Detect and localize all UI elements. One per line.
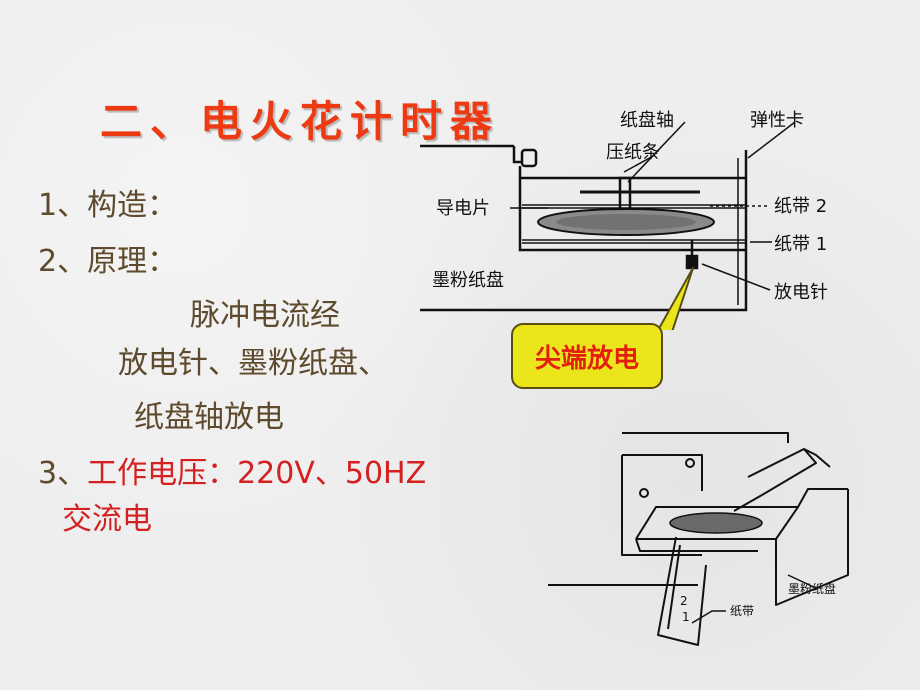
item-voltage-text: 工作电压：220V、50HZ [87, 456, 427, 491]
principle-line-3: 纸盘轴放电 [134, 400, 284, 435]
spark-timer-structure-diagram: 纸盘轴 弹性卡 压纸条 导电片 纸带 2 纸带 1 墨粉纸盘 放电针 [420, 110, 828, 330]
label-tape-bottom: 纸带 [730, 604, 754, 618]
label-toner: 墨粉纸盘 [432, 270, 504, 291]
label-tape1: 纸带 1 [774, 234, 827, 255]
item-voltage-number: 3、 [38, 456, 88, 491]
label-tape2: 纸带 2 [774, 196, 827, 217]
callout-spark-discharge: 尖端放电 [511, 323, 663, 389]
principle-line-2: 放电针、墨粉纸盘、 [118, 346, 388, 381]
label-needle: 放电针 [774, 282, 828, 303]
label-num-1: 1 [682, 610, 690, 624]
label-conductor: 导电片 [436, 198, 490, 219]
label-clip: 弹性卡 [750, 110, 804, 131]
label-toner-bottom: 墨粉纸盘 [788, 581, 836, 596]
principle-line-1: 脉冲电流经 [190, 298, 340, 333]
spark-timer-photo-diagram: 墨粉纸盘 纸带 2 1 [548, 432, 849, 646]
item-principle: 2、原理： [38, 244, 178, 279]
slide-title: 二、电火花计时器 [100, 97, 501, 146]
label-press: 压纸条 [606, 142, 660, 163]
item-voltage-line2: 交流电 [62, 502, 152, 537]
label-num-2: 2 [680, 594, 688, 608]
label-axle: 纸盘轴 [620, 110, 674, 131]
item-structure: 1、构造： [38, 188, 178, 223]
item-voltage: 3、工作电压：220V、50HZ [38, 448, 426, 492]
